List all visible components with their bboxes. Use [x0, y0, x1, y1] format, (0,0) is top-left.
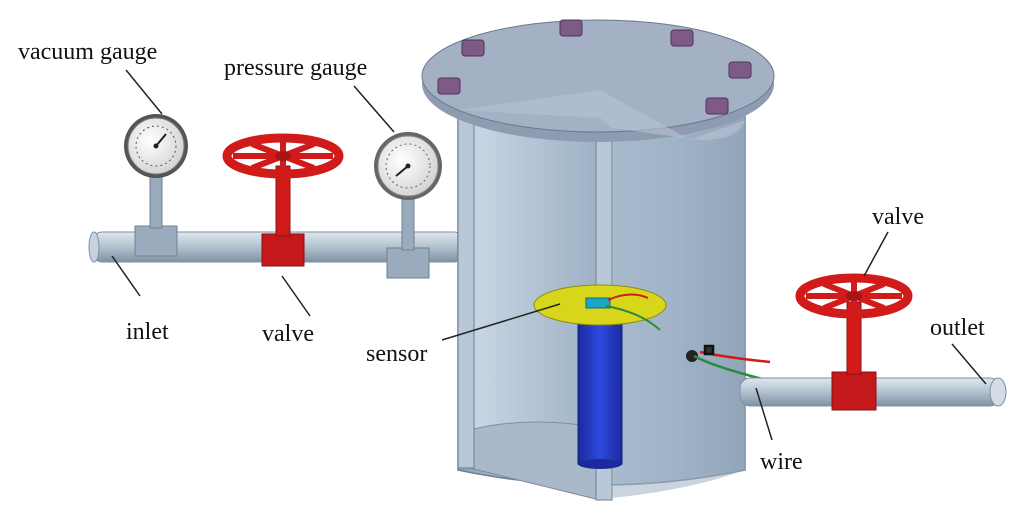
label-pressure-gauge: pressure gauge [224, 55, 368, 81]
bolt-icon [670, 29, 694, 47]
label-outlet: outlet [930, 315, 985, 341]
leader-sensor [441, 303, 561, 341]
leader-valve-outlet [863, 231, 889, 277]
inlet-valve-icon [222, 133, 344, 267]
leader-inlet [111, 255, 141, 297]
sensor-assembly [533, 284, 667, 469]
label-sensor: sensor [366, 341, 428, 367]
vessel-flange [421, 19, 775, 142]
label-inlet: inlet [126, 319, 169, 345]
pressure-tee-fitting [386, 247, 430, 279]
leader-lines [111, 69, 987, 441]
bolt-icon [437, 77, 461, 95]
label-valve-inlet: valve [262, 321, 314, 347]
bolt-icon [728, 61, 752, 79]
flange-bolts [437, 19, 752, 115]
leader-vacuum-gauge [125, 69, 163, 115]
pressure-gauge-icon [374, 132, 442, 251]
wire-port-icon [686, 350, 698, 362]
leader-outlet [951, 343, 987, 385]
label-valve-outlet: valve [872, 204, 924, 230]
leader-wire [755, 387, 773, 441]
bolt-icon [461, 39, 485, 57]
leader-valve-inlet [281, 275, 311, 317]
label-vacuum-gauge: vacuum gauge [18, 39, 158, 65]
bolt-icon [559, 19, 583, 37]
vacuum-gauge-icon [124, 114, 188, 229]
label-wire: wire [760, 449, 803, 475]
inlet-tee-fitting [134, 225, 178, 257]
outlet-valve-icon [795, 273, 913, 411]
bolt-icon [705, 97, 729, 115]
leader-pressure-gauge [353, 85, 395, 133]
